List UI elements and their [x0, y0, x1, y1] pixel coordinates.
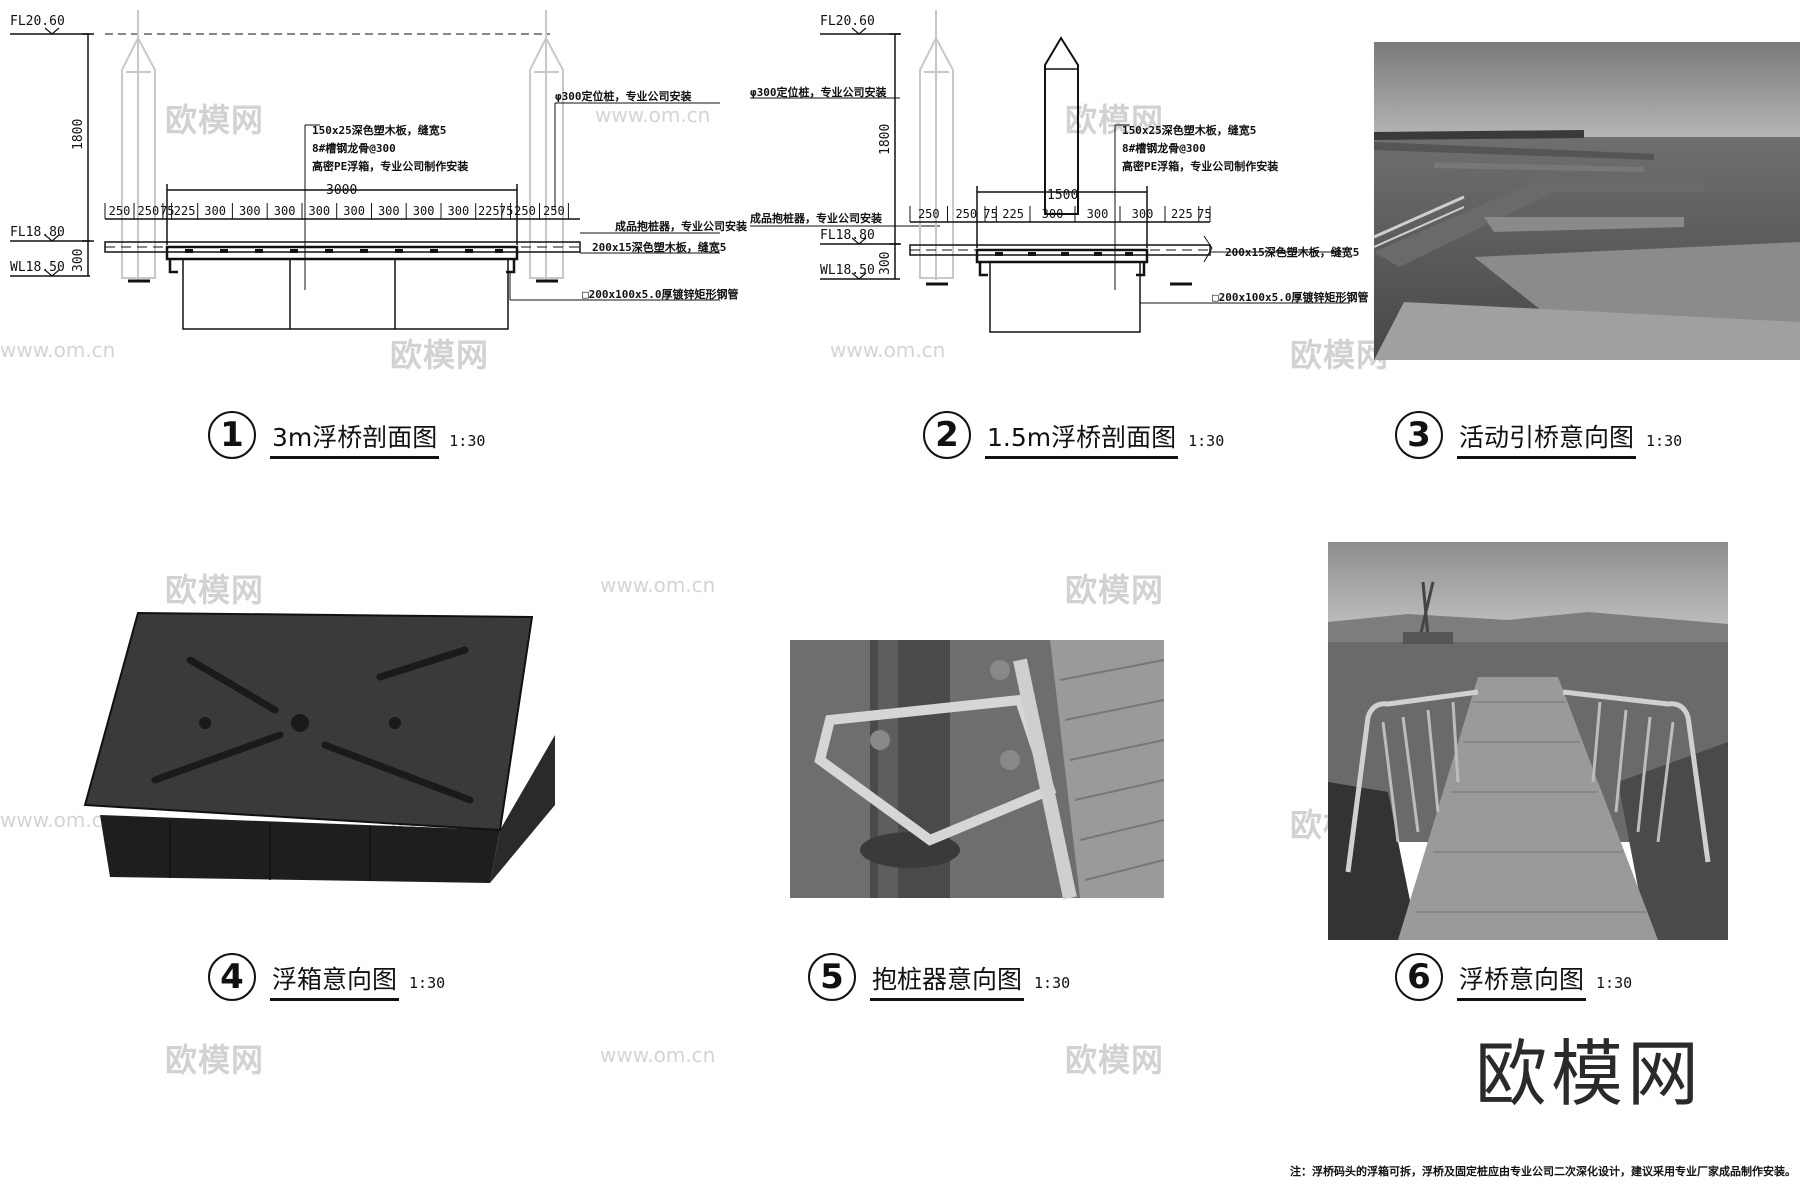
dim-segment: 225: [1002, 207, 1024, 221]
caption-3: 3 活动引桥意向图 1:30: [1395, 403, 1682, 459]
caption-number: 2: [923, 411, 971, 459]
note-frame: □200x100x5.0厚镀锌矩形钢管: [1212, 290, 1368, 304]
dim-segment: 250: [543, 204, 565, 218]
caption-scale: 1:30: [1034, 974, 1071, 992]
note-joist: 8#槽钢龙骨@300: [1122, 141, 1206, 155]
note-float: 高密PE浮箱，专业公司制作安装: [1122, 159, 1278, 173]
site-logo: 欧模网: [1475, 1032, 1704, 1116]
caption-scale: 1:30: [449, 432, 486, 450]
dim-segment: 250: [138, 204, 160, 218]
caption-5: 5 抱桩器意向图 1:30: [808, 945, 1070, 1001]
note-pile: φ300定位桩，专业公司安装: [750, 85, 887, 99]
float-box-render: [70, 605, 570, 895]
dim-segment: 300: [1042, 207, 1064, 221]
caption-title: 3m浮桥剖面图: [270, 424, 440, 459]
dim-segment: 250: [918, 207, 940, 221]
section-drawing-3m: FL20.60 FL18.80 WL18.50 1800 300 3000 25…: [10, 10, 747, 330]
dim-segment: 300: [413, 204, 435, 218]
level-top: FL20.60: [10, 14, 65, 29]
caption-1: 1 3m浮桥剖面图 1:30: [208, 403, 485, 459]
caption-scale: 1:30: [1596, 974, 1633, 992]
dim-segment: 225: [1171, 207, 1193, 221]
gangway-photo: [1373, 42, 1800, 360]
dim-overall: 1500: [1047, 188, 1078, 203]
caption-scale: 1:30: [409, 974, 446, 992]
watermark: 欧模网: [165, 1041, 265, 1079]
caption-number: 1: [208, 411, 256, 459]
dim-segment: 250: [955, 207, 977, 221]
caption-title: 浮桥意向图: [1457, 966, 1587, 1001]
caption-scale: 1:30: [1188, 432, 1225, 450]
section-drawing-1-5m: FL20.60 FL18.80 WL18.50 1800 300 1500 25…: [750, 10, 1368, 333]
caption-title: 1.5m浮桥剖面图: [985, 424, 1179, 459]
watermark: 欧模网: [1065, 571, 1165, 609]
dim-segment: 225: [174, 204, 196, 218]
note-ring: 成品抱桩器，专业公司安装: [750, 211, 882, 225]
dim-segment: 300: [239, 204, 261, 218]
caption-2: 2 1.5m浮桥剖面图 1:30: [923, 403, 1224, 459]
dim-segment: 300: [343, 204, 365, 218]
watermark-url: www.om.cn: [600, 1043, 716, 1067]
pile-ring-photo: [790, 640, 1165, 900]
dim-height: 1800: [878, 124, 893, 155]
level-deck: FL18.80: [820, 228, 875, 243]
dim-overall: 3000: [326, 183, 357, 198]
level-top: FL20.60: [820, 14, 875, 29]
caption-number: 3: [1395, 411, 1443, 459]
dim-segment: 300: [1132, 207, 1154, 221]
level-deck: FL18.80: [10, 225, 65, 240]
watermark: 欧模网: [1065, 1041, 1165, 1079]
note-pile: φ300定位桩，专业公司安装: [555, 89, 692, 103]
note-board: 150x25深色塑木板，缝宽5: [1122, 123, 1256, 137]
level-water: WL18.50: [820, 263, 875, 278]
dim-segment: 300: [448, 204, 470, 218]
dim-depth: 300: [878, 252, 893, 275]
dim-segment: 300: [378, 204, 400, 218]
dim-segment: 250: [514, 204, 536, 218]
note-ring: 成品抱桩器，专业公司安装: [615, 219, 747, 233]
dim-segment: 75: [1197, 207, 1211, 221]
note-frame: □200x100x5.0厚镀锌矩形钢管: [582, 287, 738, 301]
note-edge: 200x15深色塑木板，缝宽5: [1225, 245, 1359, 259]
note-edge: 200x15深色塑木板，缝宽5: [592, 240, 726, 254]
note-board: 150x25深色塑木板，缝宽5: [312, 123, 446, 137]
watermark-url: www.om.cn: [600, 573, 716, 597]
dim-segment: 300: [274, 204, 296, 218]
dim-height: 1800: [71, 119, 86, 150]
footnote: 注：浮桥码头的浮箱可拆，浮桥及固定桩应由专业公司二次深化设计，建议采用专业厂家成…: [1290, 1165, 1796, 1178]
note-float: 高密PE浮箱，专业公司制作安装: [312, 159, 468, 173]
caption-title: 活动引桥意向图: [1457, 424, 1637, 459]
caption-6: 6 浮桥意向图 1:30: [1395, 945, 1632, 1001]
level-water: WL18.50: [10, 260, 65, 275]
caption-scale: 1:30: [1646, 432, 1683, 450]
caption-4: 4 浮箱意向图 1:30: [208, 945, 445, 1001]
caption-title: 抱桩器意向图: [870, 966, 1025, 1001]
dim-segment: 300: [204, 204, 226, 218]
caption-number: 4: [208, 953, 256, 1001]
floating-bridge-photo: [1328, 542, 1728, 940]
caption-number: 6: [1395, 953, 1443, 1001]
dim-segment: 75: [983, 207, 997, 221]
dim-segment: 300: [1087, 207, 1109, 221]
dim-segment: 225: [478, 204, 500, 218]
dim-segment: 75: [499, 204, 513, 218]
dim-segment: 75: [160, 204, 174, 218]
caption-title: 浮箱意向图: [270, 966, 400, 1001]
dim-depth: 300: [71, 249, 86, 272]
note-joist: 8#槽钢龙骨@300: [312, 141, 396, 155]
caption-number: 5: [808, 953, 856, 1001]
dim-segment: 250: [109, 204, 131, 218]
dim-segment: 300: [308, 204, 330, 218]
